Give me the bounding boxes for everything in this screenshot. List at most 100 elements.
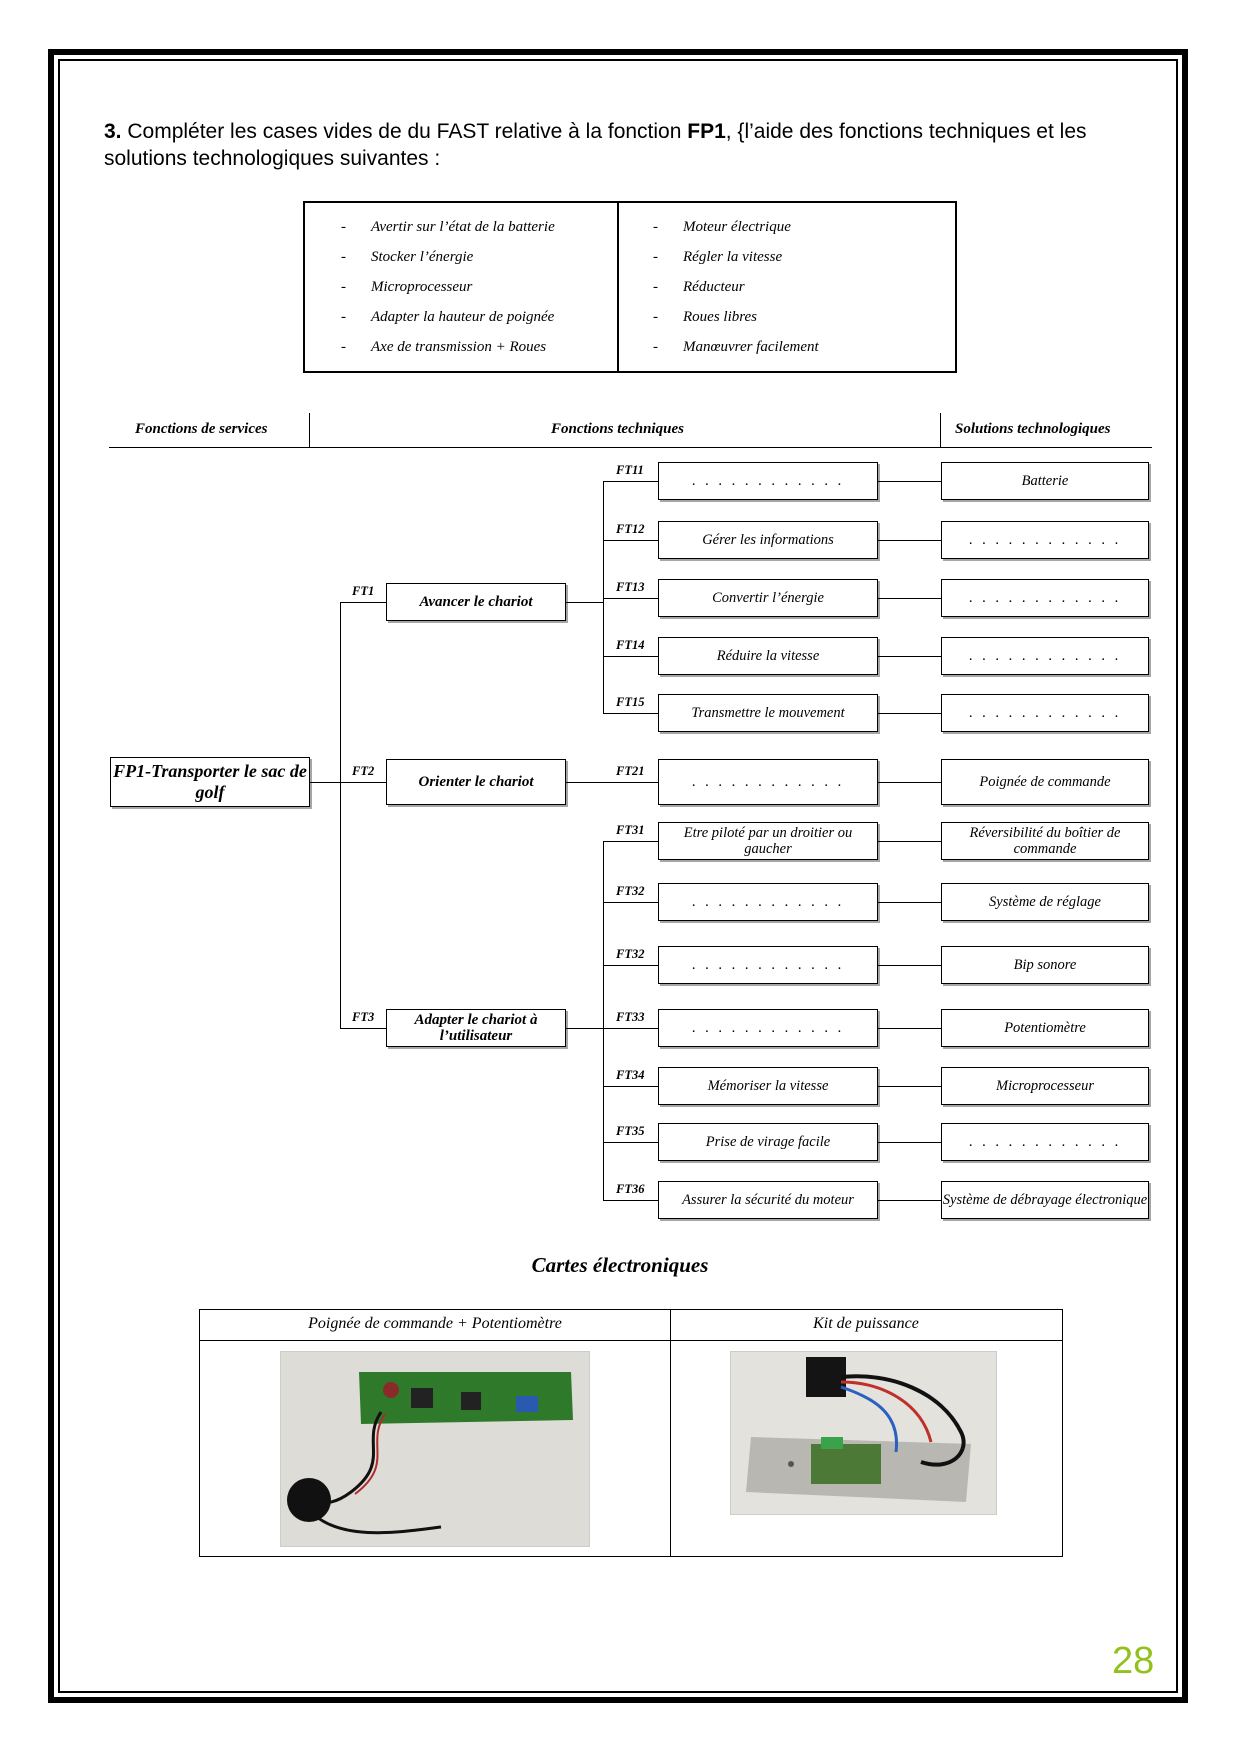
- ft-level1-box: Orienter le chariot: [386, 759, 566, 805]
- solutions-list-right: -Moteur électrique-Régler la vitesse-Réd…: [653, 219, 819, 369]
- solutions-left-text: Avertir sur l’état de la batterie: [371, 219, 555, 235]
- solution-blank-box: . . . . . . . . . . . .: [941, 637, 1149, 675]
- ft-row-connector: [603, 782, 658, 783]
- solution-box: Microprocesseur: [941, 1067, 1149, 1105]
- photo-poignee-commande: [280, 1351, 590, 1547]
- ft-level1-spine: [340, 602, 341, 1028]
- solutions-left-item: - Stocker l’énergie: [341, 249, 555, 279]
- technical-function-box: Mémoriser la vitesse: [658, 1067, 878, 1105]
- ft-row-id: FT21: [616, 764, 645, 778]
- header-techniques: Fonctions techniques: [551, 421, 684, 437]
- blank-dots: . . . . . . . . . . . .: [968, 590, 1122, 606]
- technical-function-label: Convertir l’énergie: [712, 590, 824, 606]
- header-separator-2: [940, 413, 941, 448]
- solution-connector: [878, 902, 941, 903]
- solution-label: Réversibilité du boîtier de commande: [969, 825, 1121, 857]
- ft-row-connector: [603, 713, 658, 714]
- solution-label: Bip sonore: [1013, 957, 1077, 973]
- technical-function-label: Mémoriser la vitesse: [707, 1078, 829, 1094]
- ft-level2-spine: [603, 481, 604, 713]
- photo-kit-puissance-drawing: [731, 1352, 996, 1514]
- ft-row-connector: [603, 1028, 658, 1029]
- ft-row-id: FT11: [616, 463, 644, 477]
- solution-blank-box: . . . . . . . . . . . .: [941, 521, 1149, 559]
- list-dash: -: [341, 309, 346, 325]
- ft-level1-connector: [340, 602, 386, 603]
- ft-row-id: FT35: [616, 1124, 645, 1138]
- list-dash: -: [341, 279, 346, 295]
- ft-row-connector: [603, 841, 658, 842]
- solution-label: Poignée de commande: [979, 774, 1111, 790]
- solutions-right-text: Roues libres: [683, 309, 758, 325]
- solution-box: Réversibilité du boîtier de commande: [941, 822, 1149, 860]
- technical-function-box: Convertir l’énergie: [658, 579, 878, 617]
- ft-level2-connector: [566, 782, 604, 783]
- ft-row-connector: [603, 540, 658, 541]
- technical-function-box: Réduire la vitesse: [658, 637, 878, 675]
- ft-row-connector: [603, 1086, 658, 1087]
- solution-box: Batterie: [941, 462, 1149, 500]
- cartes-col1-header: Poignée de commande + Potentiomètre: [308, 1315, 562, 1332]
- solutions-left-item: -Axe de transmission + Roues: [341, 339, 555, 369]
- blank-dots: . . . . . . . . . . . .: [691, 473, 845, 489]
- ft-row-id: FT13: [616, 580, 645, 594]
- solutions-list-divider: [617, 203, 619, 371]
- technical-function-box: Assurer la sécurité du moteur: [658, 1181, 878, 1219]
- photo-kit-puissance: [730, 1351, 997, 1515]
- solutions-left-text: Adapter la hauteur de poignée: [371, 309, 555, 325]
- solutions-right-text: Régler la vitesse: [683, 249, 783, 265]
- solution-label: Système de débrayage électronique: [942, 1192, 1148, 1208]
- solutions-left-text: Stocker l’énergie: [371, 249, 474, 265]
- blank-dots: . . . . . . . . . . . .: [968, 705, 1122, 721]
- solutions-left-text: Microprocesseur: [371, 279, 473, 295]
- ft-row-id: FT32: [616, 947, 645, 961]
- ft-row-id: FT14: [616, 638, 645, 652]
- blank-dots: . . . . . . . . . . . .: [968, 1134, 1122, 1150]
- solution-blank-box: . . . . . . . . . . . .: [941, 1123, 1149, 1161]
- header-separator-1: [309, 413, 310, 448]
- ft-level1-connector: [340, 1028, 386, 1029]
- list-dash: -: [341, 249, 346, 265]
- blank-dots: . . . . . . . . . . . .: [968, 648, 1122, 664]
- solution-connector: [878, 1142, 941, 1143]
- technical-function-blank-box: . . . . . . . . . . . .: [658, 1009, 878, 1047]
- solution-connector: [878, 782, 941, 783]
- ft-level2-spine: [603, 841, 604, 1200]
- solutions-right-text: Réducteur: [683, 279, 745, 295]
- page-border-outer: [48, 49, 1188, 1703]
- solutions-right-text: Moteur électrique: [683, 219, 791, 235]
- cartes-col2-header: Kit de puissance: [813, 1315, 919, 1332]
- solutions-left-item: -Avertir sur l’état de la batterie: [341, 219, 555, 249]
- ft-row-connector: [603, 965, 658, 966]
- header-services: Fonctions de services: [135, 421, 268, 437]
- ft-row-id: FT33: [616, 1010, 645, 1024]
- solution-label: Batterie: [1021, 473, 1069, 489]
- solution-box: Bip sonore: [941, 946, 1149, 984]
- ft-row-connector: [603, 481, 658, 482]
- page-border-inner: [58, 59, 1178, 1693]
- solutions-list-left: -Avertir sur l’état de la batterie-Stock…: [341, 219, 555, 369]
- ft-row-connector: [603, 1142, 658, 1143]
- ft-row-id: FT36: [616, 1182, 645, 1196]
- solutions-right-item: -Réducteur: [653, 279, 819, 309]
- header-underline: [109, 447, 1152, 448]
- ft-row-id: FT12: [616, 522, 645, 536]
- ft-row-id: FT32: [616, 884, 645, 898]
- solutions-right-text: Manœuvrer facilement: [683, 339, 819, 355]
- list-dash: -: [653, 339, 658, 355]
- ft-level2-connector: [566, 602, 604, 603]
- cartes-title: Cartes électroniques: [531, 1253, 709, 1277]
- solution-connector: [878, 540, 941, 541]
- ft-row-connector: [603, 1200, 658, 1201]
- solution-blank-box: . . . . . . . . . . . .: [941, 579, 1149, 617]
- ft-level1-label: Adapter le chariot à l’utilisateur: [414, 1012, 538, 1044]
- ft-row-connector: [603, 902, 658, 903]
- page-number: 28: [1112, 1640, 1155, 1682]
- solution-connector: [878, 1200, 941, 1201]
- technical-function-box: Transmettre le mouvement: [658, 694, 878, 732]
- solution-label: Système de réglage: [989, 894, 1101, 910]
- solutions-left-text: Axe de transmission + Roues: [371, 339, 547, 355]
- ft-level1-connector: [340, 782, 386, 783]
- solution-connector: [878, 713, 941, 714]
- solution-box: Système de réglage: [941, 883, 1149, 921]
